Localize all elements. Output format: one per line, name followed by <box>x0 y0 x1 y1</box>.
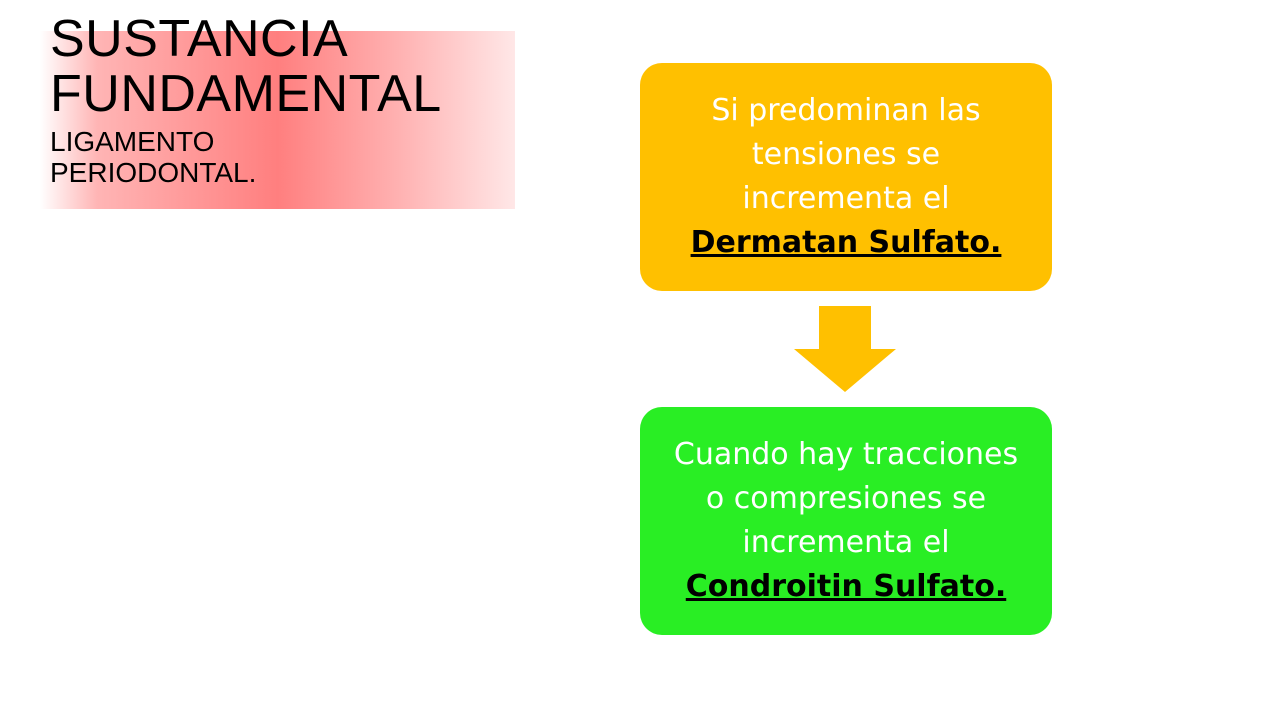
slide-title: SUSTANCIA FUNDAMENTAL LIGAMENTO PERIODON… <box>50 12 520 189</box>
flow-step-1-emphasis: Dermatan Sulfato. <box>690 225 1002 260</box>
title-main: SUSTANCIA FUNDAMENTAL <box>50 12 520 122</box>
flow-step-2-line-3: incrementa el <box>742 525 950 560</box>
title-highlight <box>40 31 515 209</box>
flow-step-2-emphasis: Condroitin Sulfato. <box>685 569 1007 604</box>
title-sub-line-1: LIGAMENTO <box>50 126 215 157</box>
flow-step-1-line-1: Si predominan las <box>711 93 981 128</box>
title-main-line-1: SUSTANCIA <box>50 10 349 68</box>
flow-step-1: Si predominan las tensiones se increment… <box>640 63 1052 291</box>
flow-step-1-line-3: incrementa el <box>742 181 950 216</box>
title-sub-line-2: PERIODONTAL. <box>50 157 257 188</box>
flow-step-2-line-1: Cuando hay tracciones <box>673 437 1019 472</box>
arrow-down-shape <box>794 306 896 392</box>
flow-step-1-line-2: tensiones se <box>751 137 941 172</box>
flow-step-2-line-2: o compresiones se <box>705 481 987 516</box>
flow-step-1-text: Si predominan las tensiones se increment… <box>691 89 1002 265</box>
title-subtitle: LIGAMENTO PERIODONTAL. <box>50 126 520 188</box>
title-main-line-2: FUNDAMENTAL <box>50 65 442 123</box>
arrow-down-icon <box>794 306 896 392</box>
flow-step-2-text: Cuando hay tracciones o compresiones se … <box>674 433 1018 609</box>
flow-step-2: Cuando hay tracciones o compresiones se … <box>640 407 1052 635</box>
